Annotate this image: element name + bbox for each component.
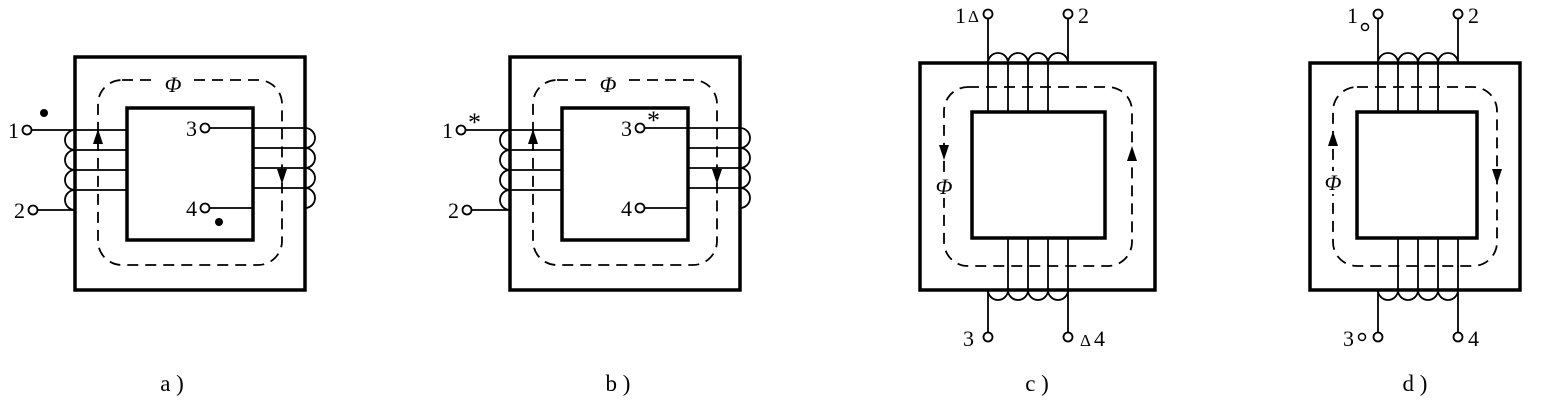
terminal-2-label: 2 bbox=[1468, 3, 1479, 28]
core-window bbox=[970, 110, 1107, 240]
winding-bottom-crossings bbox=[1397, 238, 1439, 290]
flux-arrow-up-icon bbox=[1328, 131, 1338, 146]
polarity-star-terminal-3: * bbox=[647, 106, 660, 135]
terminal-3-node bbox=[1372, 331, 1384, 343]
terminal-4-label: 4 bbox=[1094, 326, 1105, 351]
winding-right-crossings bbox=[253, 147, 305, 189]
terminal-3-label: 3 bbox=[186, 116, 197, 141]
flux-arrow-down-icon bbox=[1492, 169, 1502, 184]
terminal-3-node bbox=[199, 122, 211, 134]
flux-label: Φ bbox=[1325, 170, 1342, 195]
winding-top-crossings bbox=[1007, 63, 1049, 112]
terminal-2-label: 2 bbox=[1078, 3, 1089, 28]
core-window bbox=[560, 106, 690, 242]
terminal-4-label: 4 bbox=[186, 196, 197, 221]
flux-arrow-down-icon bbox=[277, 169, 287, 184]
terminal-2-label: 2 bbox=[14, 198, 25, 223]
winding-left-crossings bbox=[75, 149, 127, 191]
flux-label: Φ bbox=[600, 72, 617, 97]
terminal-4-node bbox=[199, 202, 211, 214]
flux-label: Φ bbox=[936, 174, 953, 199]
core-outer bbox=[508, 55, 742, 292]
figure-d-caption: d ) bbox=[1403, 371, 1428, 396]
winding-right-crossings bbox=[688, 147, 740, 189]
terminal-2-node bbox=[1062, 8, 1074, 20]
flux-label-gap bbox=[1317, 171, 1349, 194]
winding-bottom-crossings bbox=[1007, 238, 1049, 290]
terminal-3-label: 3 bbox=[1343, 326, 1354, 351]
terminal-1-node bbox=[455, 124, 467, 136]
terminal-4-label: 4 bbox=[621, 196, 632, 221]
flux-arrow-up-icon bbox=[1127, 146, 1137, 161]
terminal-2-node bbox=[27, 204, 39, 216]
winding-left-crossings bbox=[510, 149, 562, 191]
flux-label: Φ bbox=[165, 72, 182, 97]
terminal-4-node bbox=[1452, 331, 1464, 343]
terminal-3-node bbox=[634, 122, 646, 134]
terminal-2-node bbox=[461, 204, 473, 216]
terminal-1-node bbox=[1372, 8, 1384, 20]
flux-label-gap bbox=[591, 72, 625, 93]
figure-c-caption: c ) bbox=[1025, 371, 1049, 396]
flux-arrow-up-icon bbox=[528, 129, 538, 144]
polarity-star-terminal-1: * bbox=[468, 108, 481, 137]
polarity-dot-terminal-1 bbox=[40, 109, 48, 117]
flux-arrow-up-icon bbox=[93, 129, 103, 144]
terminal-4-label: 4 bbox=[1468, 326, 1479, 351]
core-window bbox=[1355, 110, 1479, 240]
polarity-triangle-terminal-1: Δ bbox=[968, 7, 979, 26]
terminal-1-label: 1 bbox=[8, 118, 19, 143]
terminal-3-label: 3 bbox=[621, 116, 632, 141]
terminal-2-node bbox=[1452, 8, 1464, 20]
terminal-3-node bbox=[982, 331, 994, 343]
terminal-4-node bbox=[634, 202, 646, 214]
terminal-1-label: 1 bbox=[955, 3, 966, 28]
figure-d: Φ 1 2 3 4 d ) bbox=[1308, 3, 1522, 396]
polarity-circle-terminal-1 bbox=[1360, 22, 1370, 32]
flux-arrow-down-icon bbox=[939, 145, 949, 160]
terminal-1-label: 1 bbox=[1347, 3, 1358, 28]
polarity-triangle-terminal-4: Δ bbox=[1080, 331, 1091, 350]
flux-path bbox=[943, 86, 1133, 267]
terminal-2-label: 2 bbox=[448, 198, 459, 223]
terminal-1-label: 1 bbox=[442, 118, 453, 143]
figure-b-caption: b ) bbox=[606, 371, 631, 396]
core-window bbox=[125, 106, 255, 242]
core-outer bbox=[1308, 61, 1522, 292]
polarity-dot-terminal-4 bbox=[215, 218, 223, 226]
flux-label-gap bbox=[156, 72, 190, 93]
terminal-1-node bbox=[982, 8, 994, 20]
winding-top-crossings bbox=[1397, 63, 1439, 112]
figure-a: Φ 1 2 3 4 a ) bbox=[8, 55, 316, 396]
figure-b: Φ 1 2 * 3 4 * b ) bbox=[442, 55, 751, 396]
terminal-3-label: 3 bbox=[963, 326, 974, 351]
flux-arrow-down-icon bbox=[712, 169, 722, 184]
figure-a-caption: a ) bbox=[160, 371, 184, 396]
terminal-4-node bbox=[1062, 331, 1074, 343]
terminal-1-node bbox=[21, 124, 33, 136]
figure-c: Φ 1 Δ 2 3 Δ 4 c ) bbox=[918, 3, 1157, 396]
polarity-circle-terminal-3 bbox=[1357, 332, 1367, 342]
core-outer bbox=[73, 55, 307, 292]
flux-label-gap bbox=[928, 175, 960, 198]
core-outer bbox=[918, 61, 1157, 292]
